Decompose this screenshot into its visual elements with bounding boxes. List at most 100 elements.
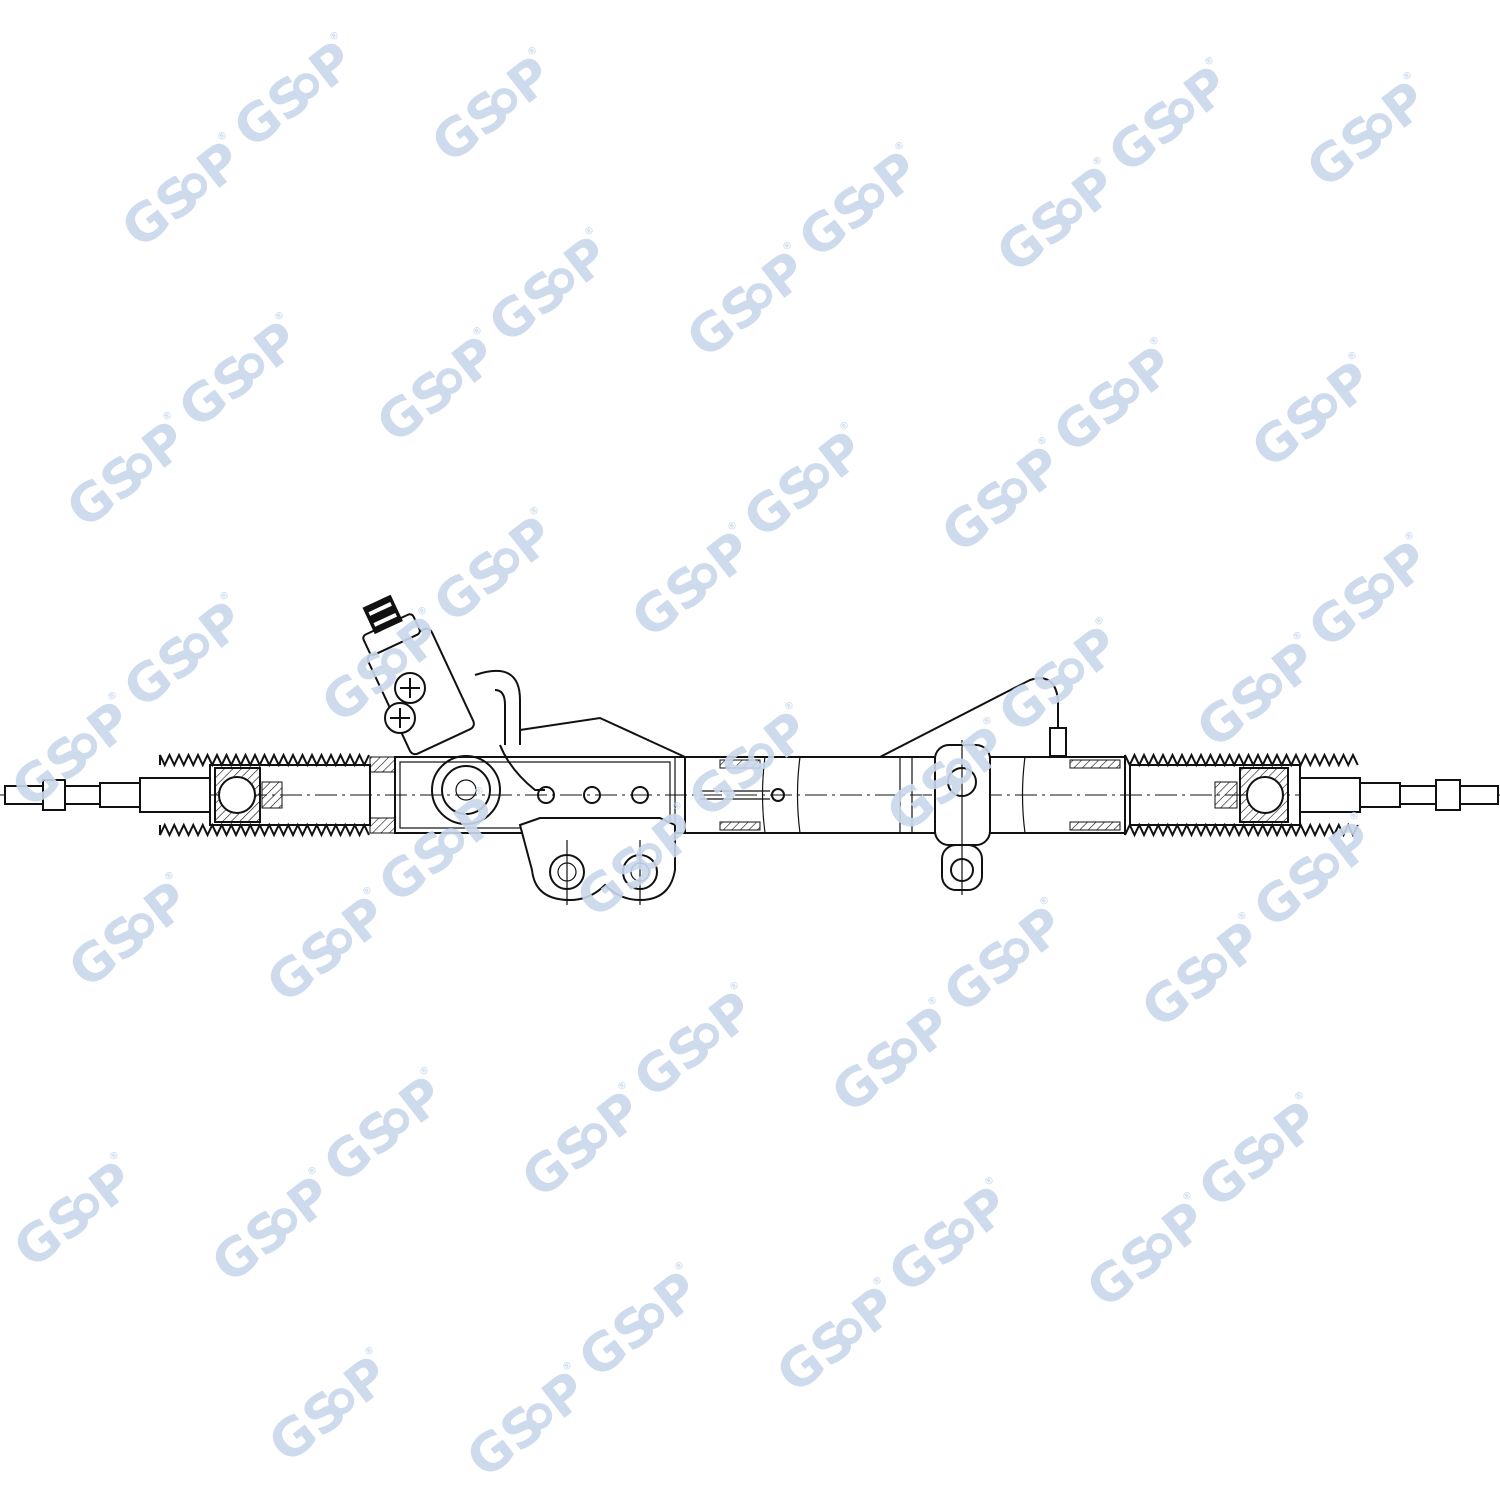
watermark-dot-icon	[1146, 1233, 1173, 1260]
gsp-watermark-logo: GSP®	[878, 1174, 1021, 1305]
gsp-watermark-logo: GSP®	[223, 29, 366, 160]
gsp-watermark-logo: GSP®	[366, 324, 509, 455]
watermark-dot-icon	[803, 463, 830, 490]
gsp-watermark-logo: GSP®	[986, 154, 1129, 285]
gsp-watermark-logo: GSP®	[1, 689, 144, 820]
watermark-dot-icon	[548, 268, 575, 295]
watermark-dot-icon	[1168, 98, 1195, 125]
bellows-ridge	[1124, 752, 1359, 768]
bellows-boots	[159, 752, 1359, 838]
watermark-dot-icon	[1256, 673, 1283, 700]
gsp-watermark-logo: GSP®	[1243, 809, 1386, 940]
gsp-watermark-logo: GSP®	[621, 519, 764, 650]
watermark-dot-icon	[493, 548, 520, 575]
watermark-dot-icon	[1313, 853, 1340, 880]
gsp-watermark-logo: GSP®	[1131, 909, 1274, 1040]
bellows-ridge	[159, 752, 370, 768]
watermark-dot-icon	[1201, 953, 1228, 980]
gsp-watermark-logo: GSP®	[766, 1274, 909, 1405]
gsp-watermark-logo: GSP®	[1188, 1089, 1331, 1220]
watermark-dot-icon	[748, 743, 775, 770]
watermark-dot-icon	[436, 368, 463, 395]
watermark-dot-icon	[438, 828, 465, 855]
gsp-watermark-logo: GSP®	[788, 139, 931, 270]
watermark-dot-icon	[383, 1108, 410, 1135]
gsp-watermark-logo: GSP®	[111, 129, 254, 260]
gsp-watermark-logo: GSP®	[1298, 529, 1441, 660]
gsp-watermark-logo: GSP®	[1186, 629, 1329, 760]
gsp-watermark-logo: GSP®	[113, 589, 256, 720]
gsp-watermark-logo: GSP®	[931, 434, 1074, 565]
watermark-dot-icon	[1056, 198, 1083, 225]
pinion-valve-housing	[362, 594, 686, 825]
watermark-dot-icon	[183, 633, 210, 660]
right-tie-rod	[1299, 777, 1499, 813]
gsp-watermark-logo: GSP®	[313, 1064, 456, 1195]
watermark-dot-icon	[693, 1023, 720, 1050]
gsp-watermark-logo: GSP®	[258, 1344, 401, 1475]
gsp-watermark-logo: GSP®	[168, 309, 311, 440]
gsp-watermark-logo: GSP®	[201, 1164, 344, 1295]
watermark-dot-icon	[1113, 378, 1140, 405]
gsp-watermark-logo: GSP®	[933, 894, 1076, 1025]
gsp-watermark-logo: GSP®	[311, 604, 454, 735]
left-mounting-bracket	[518, 817, 676, 905]
watermark-dot-icon	[1258, 1133, 1285, 1160]
gsp-watermark-logo: GSP®	[678, 699, 821, 830]
watermark-dot-icon	[73, 1193, 100, 1220]
right-mounting-clamp	[934, 740, 991, 895]
watermark-dot-icon	[491, 88, 518, 115]
watermark-dot-icon	[1368, 573, 1395, 600]
gsp-watermark-logo: GSP®	[3, 1149, 146, 1280]
gsp-watermark-logo: GSP®	[1043, 334, 1186, 465]
gsp-watermark-logo: GSP®	[368, 784, 511, 915]
watermark-dot-icon	[381, 648, 408, 675]
gsp-watermark-logo: GSP®	[988, 614, 1131, 745]
gsp-watermark-logo: GSP®	[568, 1259, 711, 1390]
gsp-watermark-logo: GSP®	[566, 799, 709, 930]
gsp-watermark-logo: GSP®	[623, 979, 766, 1110]
watermark-dot-icon	[126, 453, 153, 480]
gsp-watermark-logo: GSP®	[821, 994, 964, 1125]
gsp-watermark-logo: GSP®	[1098, 54, 1241, 185]
gsp-watermark-logo: GSP®	[733, 419, 876, 550]
gsp-watermark-logo: GSP®	[58, 869, 201, 1000]
watermark-dot-icon	[1001, 478, 1028, 505]
gsp-watermark-logo: GSP®	[1076, 1189, 1219, 1320]
watermark-dot-icon	[836, 1318, 863, 1345]
watermark-dot-icon	[948, 1218, 975, 1245]
watermark-dot-icon	[271, 1208, 298, 1235]
watermark-dot-icon	[128, 913, 155, 940]
pipe-fitting	[1049, 727, 1067, 757]
watermark-dot-icon	[1366, 113, 1393, 140]
rack-housing	[369, 756, 1126, 834]
gsp-watermark-logo: GSP®	[511, 1079, 654, 1210]
gsp-watermark-logo: GSP®	[676, 239, 819, 370]
watermark-dot-icon	[1058, 658, 1085, 685]
gsp-watermark-logo: GSP®	[1296, 69, 1439, 200]
hydraulic-pipe	[879, 677, 1059, 758]
watermark-dot-icon	[746, 283, 773, 310]
watermark-dot-icon	[326, 928, 353, 955]
watermark-dot-icon	[691, 563, 718, 590]
watermark-dot-icon	[71, 733, 98, 760]
bellows-ridge	[159, 822, 370, 838]
gsp-watermark-logo: GSP®	[256, 884, 399, 1015]
right-inner-ball-joint	[1129, 764, 1301, 826]
watermark-dot-icon	[891, 1038, 918, 1065]
watermark-dot-icon	[638, 1303, 665, 1330]
watermark-dot-icon	[858, 183, 885, 210]
watermark-dot-icon	[328, 1388, 355, 1415]
gsp-watermark-logo: GSP®	[876, 714, 1019, 845]
gsp-watermark-logo: GSP®	[56, 409, 199, 540]
gsp-watermark-logo: GSP®	[1241, 349, 1384, 480]
gsp-watermark-logo: GSP®	[478, 224, 621, 355]
left-inner-ball-joint	[209, 764, 371, 826]
watermark-dot-icon	[946, 758, 973, 785]
gsp-watermark-logo: GSP®	[421, 44, 564, 175]
watermark-dot-icon	[526, 1403, 553, 1430]
watermark-dot-icon	[238, 353, 265, 380]
